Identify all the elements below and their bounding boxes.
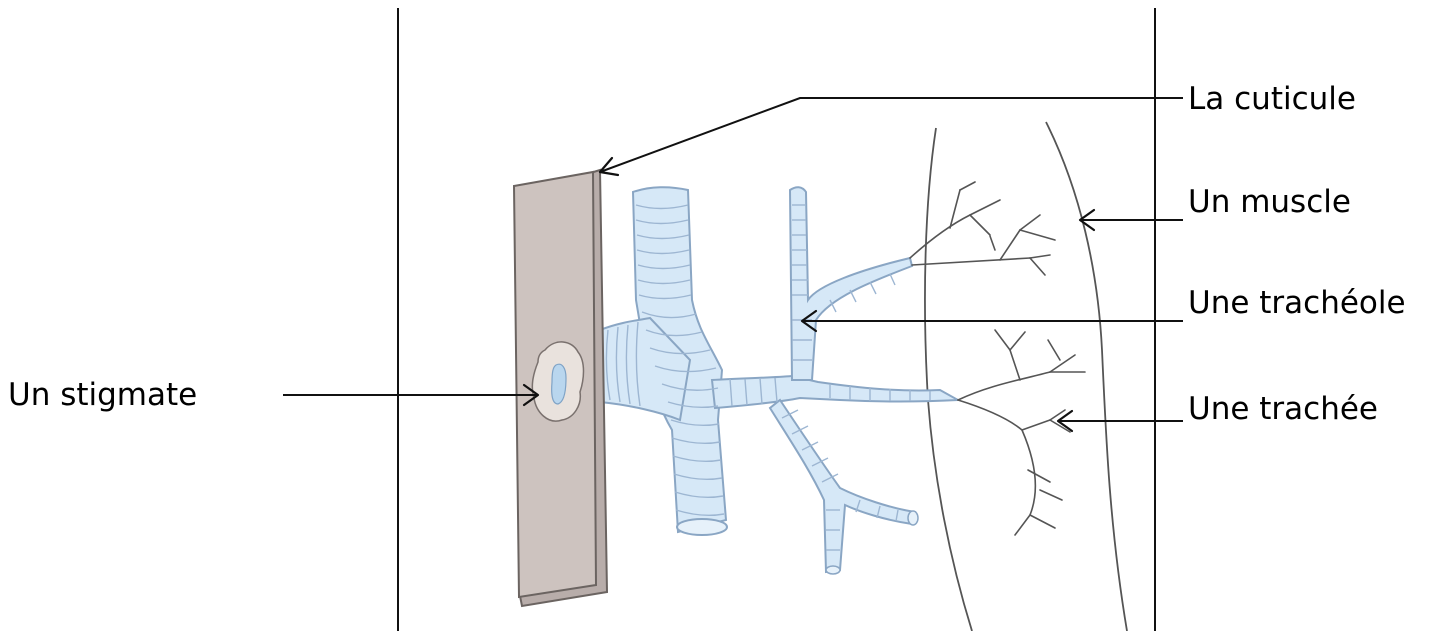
label-cuticule: La cuticule [1188,81,1356,117]
leader-muscle [1080,210,1183,230]
lower-tip-opening [826,566,840,574]
horizontal-branch [712,376,958,408]
trachea-tubes [600,187,958,574]
label-muscle: Un muscle [1188,184,1351,220]
label-trachee: Une trachée [1188,391,1378,427]
label-tracheole: Une trachéole [1188,285,1406,321]
spiracle-opening [552,364,566,404]
leader-tracheole [802,311,1183,331]
muscle-outline-right [1046,122,1127,631]
trunk-bottom-opening [677,519,727,535]
leader-cuticule [600,98,1183,175]
right-tip-opening [908,511,918,525]
muscle-outline-left [925,128,972,631]
leader-stigmate [283,385,538,405]
lower-branch [770,400,915,572]
tracheoles [910,182,1085,535]
leader-trachee [1058,411,1183,431]
label-stigmate: Un stigmate [8,377,197,413]
